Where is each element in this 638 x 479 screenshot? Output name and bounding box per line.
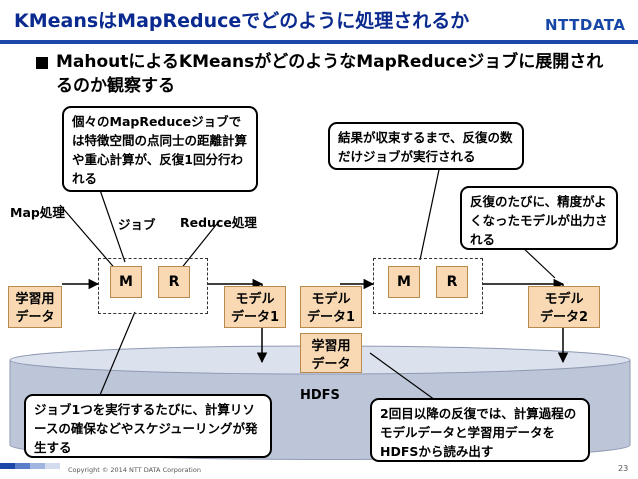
callout-model-accuracy: 反復のたびに、精度がよくなったモデルが出力される xyxy=(460,186,618,250)
job1-frame xyxy=(98,258,208,314)
job-label: ジョブ xyxy=(118,217,156,232)
page-title: KMeansはMapReduceでどのように処理されるか xyxy=(14,10,470,32)
page-number: 23 xyxy=(618,464,629,473)
callout-line-overhead xyxy=(99,311,136,396)
ntt-data-logo: NTTDATA xyxy=(545,16,626,34)
reduce-box-2: R xyxy=(436,266,468,298)
hdfs-label: HDFS xyxy=(300,388,340,403)
copyright-footer: Copyright © 2014 NTT DATA Corporation xyxy=(68,466,201,474)
callout-line-map xyxy=(59,204,119,273)
reduce-box-1: R xyxy=(158,266,190,298)
training-data-box-2: 学習用 データ xyxy=(300,333,362,373)
map-box-2: M xyxy=(388,266,420,298)
map-box-1: M xyxy=(110,266,142,298)
callout-line-accuracy xyxy=(519,244,556,279)
callout-job-overhead: ジョブ1つを実行するたびに、計算リソースの確保などやスケジューリングが発生する xyxy=(24,394,272,458)
callout-job-description: 個々のMapReduceジョブでは特徴空間の点同士の距離計算や重心計算が、反復1… xyxy=(62,106,258,192)
callout-line-repeat xyxy=(419,164,441,261)
training-data-box-1: 学習用 データ xyxy=(8,286,62,328)
callout-line-second xyxy=(369,352,436,401)
callout-line-reduce xyxy=(179,219,221,271)
model-data-1-input: モデル データ1 xyxy=(300,286,362,328)
bullet-square-icon xyxy=(36,57,48,69)
reduce-processing-label: Reduce処理 xyxy=(180,215,257,230)
callout-line-job xyxy=(99,189,126,263)
callout-repeat-until-converge: 結果が収束するまで、反復の数だけジョブが実行される xyxy=(328,122,524,170)
map-processing-label: Map処理 xyxy=(10,205,65,220)
callout-second-iteration: 2回目以降の反復では、計算過程のモデルデータと学習用データをHDFSから読み出す xyxy=(370,398,590,462)
model-data-2: モデル データ2 xyxy=(528,286,600,328)
job2-frame xyxy=(373,258,483,314)
bullet-text: MahoutによるKMeansがどのようなMapReduceジョブに展開されるの… xyxy=(56,52,604,96)
footer-color-bar xyxy=(0,463,60,469)
model-data-1-output: モデル データ1 xyxy=(224,286,286,328)
title-divider xyxy=(0,40,638,44)
